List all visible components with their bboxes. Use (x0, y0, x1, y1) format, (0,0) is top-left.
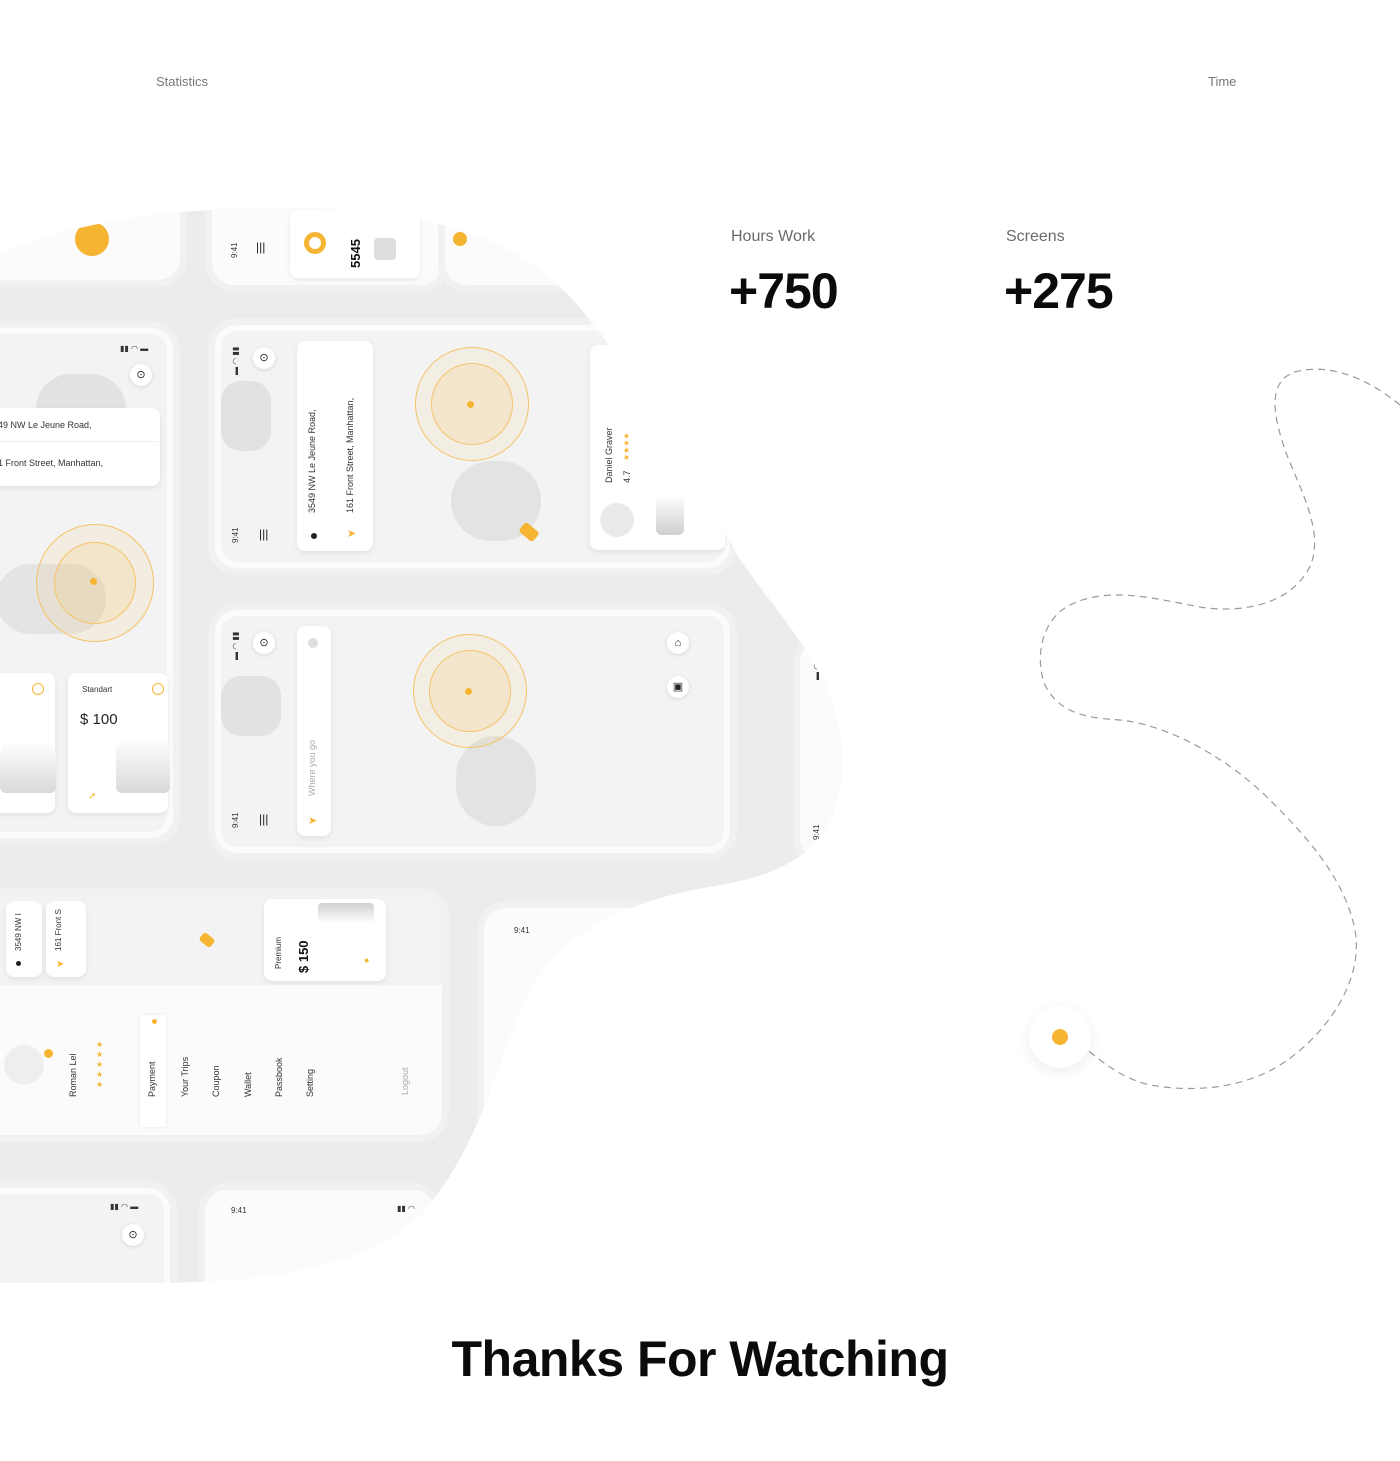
menu-item-wallet[interactable]: Wallet (243, 1072, 253, 1097)
share-icon: ● (364, 955, 370, 965)
origin-dot (311, 533, 317, 539)
rating-stars-icon: ★★★★★ (96, 1040, 104, 1089)
time-label: Time (1208, 74, 1237, 89)
address-panel-vertical: 3549 NW Le Jeune Road, 161 Front Street,… (297, 341, 373, 551)
car-option-premium[interactable]: Premium $ 150 ● (264, 899, 386, 981)
screens-label: Screens (1006, 228, 1065, 245)
menu-item-your-trips[interactable]: Your Trips (180, 1056, 190, 1097)
car-image (116, 737, 170, 793)
locate-icon[interactable]: ⊙ (253, 632, 275, 654)
car-option-standart[interactable]: Standart $ 100 ➚ (68, 673, 168, 813)
search-panel[interactable]: Where you go ➤ (297, 626, 331, 836)
navigate-icon[interactable]: ➤ (308, 815, 318, 827)
radio-icon[interactable] (152, 683, 164, 695)
promo-ring-icon (304, 232, 326, 254)
status-time: 9:41 (231, 812, 240, 828)
car-image (0, 741, 56, 793)
address-from[interactable]: 3549 NW Le Jeune Road, (307, 409, 317, 513)
address-panel: 49 NW Le Jeune Road, 1 Front Street, Man… (0, 408, 160, 486)
address-panel-vertical: 3549 NW I (6, 901, 42, 977)
radio-icon[interactable] (32, 683, 44, 695)
car-option-economy[interactable] (0, 673, 55, 813)
mockup-card-route: ▬ ◠ ▮▮ ⊙ 9:41 ||| 3549 NW Le Jeune Road,… (215, 325, 730, 568)
premium-price: $ 150 (296, 940, 311, 973)
pickup-dot (90, 578, 97, 585)
driver-name: Daniel Graver (604, 427, 614, 483)
navigate-icon[interactable]: ➤ (347, 528, 357, 540)
menu-item-passbook[interactable]: Passbook (274, 1057, 284, 1097)
locate-icon[interactable]: ⊙ (130, 364, 152, 386)
screens-value: +275 (1004, 263, 1114, 319)
promo-panel: 5545 (290, 210, 420, 278)
car-class: Standart (82, 685, 113, 694)
thanks-title: Thanks For Watching (451, 1331, 950, 1387)
driver-rating: 4.7 (622, 470, 632, 483)
status-time: 9:41 (231, 1206, 247, 1215)
premium-class: Premium (274, 936, 283, 969)
address-to[interactable]: 1 Front Street, Manhattan, (0, 458, 104, 468)
menu-item-coupon[interactable]: Coupon (211, 1065, 221, 1097)
logout-button[interactable]: Logout (400, 1067, 410, 1095)
pickup-dot (467, 401, 474, 408)
menu-bars-icon[interactable]: ||| (259, 527, 269, 541)
statistics-label: Statistics (156, 74, 209, 89)
status-icons: ▮▮ ◠ (397, 1204, 416, 1213)
origin-dot (16, 961, 21, 966)
address-to: 161 Front S (54, 909, 63, 951)
route-end-dot (1052, 1029, 1068, 1045)
address-from[interactable]: 49 NW Le Jeune Road, (0, 420, 92, 430)
location-dot-icon (453, 232, 467, 246)
home-icon[interactable]: ⌂ (667, 632, 689, 654)
locate-icon[interactable]: ⊙ (253, 347, 275, 369)
mockup-card-ride-select: ▮▮ ◠ ▬ ⊙ 49 NW Le Jeune Road, 1 Front St… (0, 328, 173, 838)
menu-selected-indicator (140, 1015, 166, 1127)
hours-work-label: Hours Work (731, 228, 816, 245)
status-icons: ▮▮ ◠ ▬ (120, 344, 149, 353)
address-to[interactable]: 161 Front Street, Manhattan, (345, 397, 355, 513)
status-icons: ▬ ◠ ▮▮ (231, 631, 240, 660)
status-icons: ▬ ◠ ▮▮ (231, 346, 240, 375)
search-input[interactable]: Where you go (307, 739, 317, 796)
menu-item-payment[interactable]: Payment (147, 1061, 157, 1097)
status-time: 9:41 (514, 926, 530, 935)
driver-avatar (600, 503, 634, 537)
card-chip-icon (374, 238, 396, 260)
status-time: 9:41 (230, 242, 239, 258)
profile-name: Roman Lel (68, 1053, 78, 1097)
navigate-icon: ➤ (56, 959, 65, 970)
menu-bars-icon[interactable]: ||| (259, 812, 269, 826)
menu-item-setting[interactable]: Setting (305, 1068, 315, 1097)
rating-stars-icon: ★★★★ (622, 432, 631, 461)
car-image (318, 903, 374, 923)
share-icon[interactable]: ➚ (88, 791, 97, 802)
locate-icon[interactable]: ⊙ (122, 1224, 144, 1246)
top-number: 5545 (348, 239, 363, 268)
status-time: 9:41 (231, 527, 240, 543)
profile-avatar (4, 1045, 44, 1085)
hours-work-value: +750 (729, 263, 839, 319)
car-image (656, 495, 684, 535)
mockup-card-menu: 3549 NW I 161 Front S ➤ Premium $ 150 ● … (0, 895, 442, 1135)
status-icons: ▮▮ ◠ ▬ (110, 1202, 139, 1211)
online-dot (44, 1049, 53, 1058)
pin-icon (308, 638, 318, 648)
menu-bars-icon[interactable]: ||| (256, 240, 266, 254)
car-price: $ 100 (80, 711, 118, 728)
address-from: 3549 NW I (14, 913, 23, 951)
pickup-dot (465, 688, 472, 695)
mockup-card-search: ▬ ◠ ▮▮ ⊙ 9:41 ||| Where you go ➤ ⌂ ▣ (215, 610, 730, 853)
work-icon[interactable]: ▣ (667, 676, 689, 698)
